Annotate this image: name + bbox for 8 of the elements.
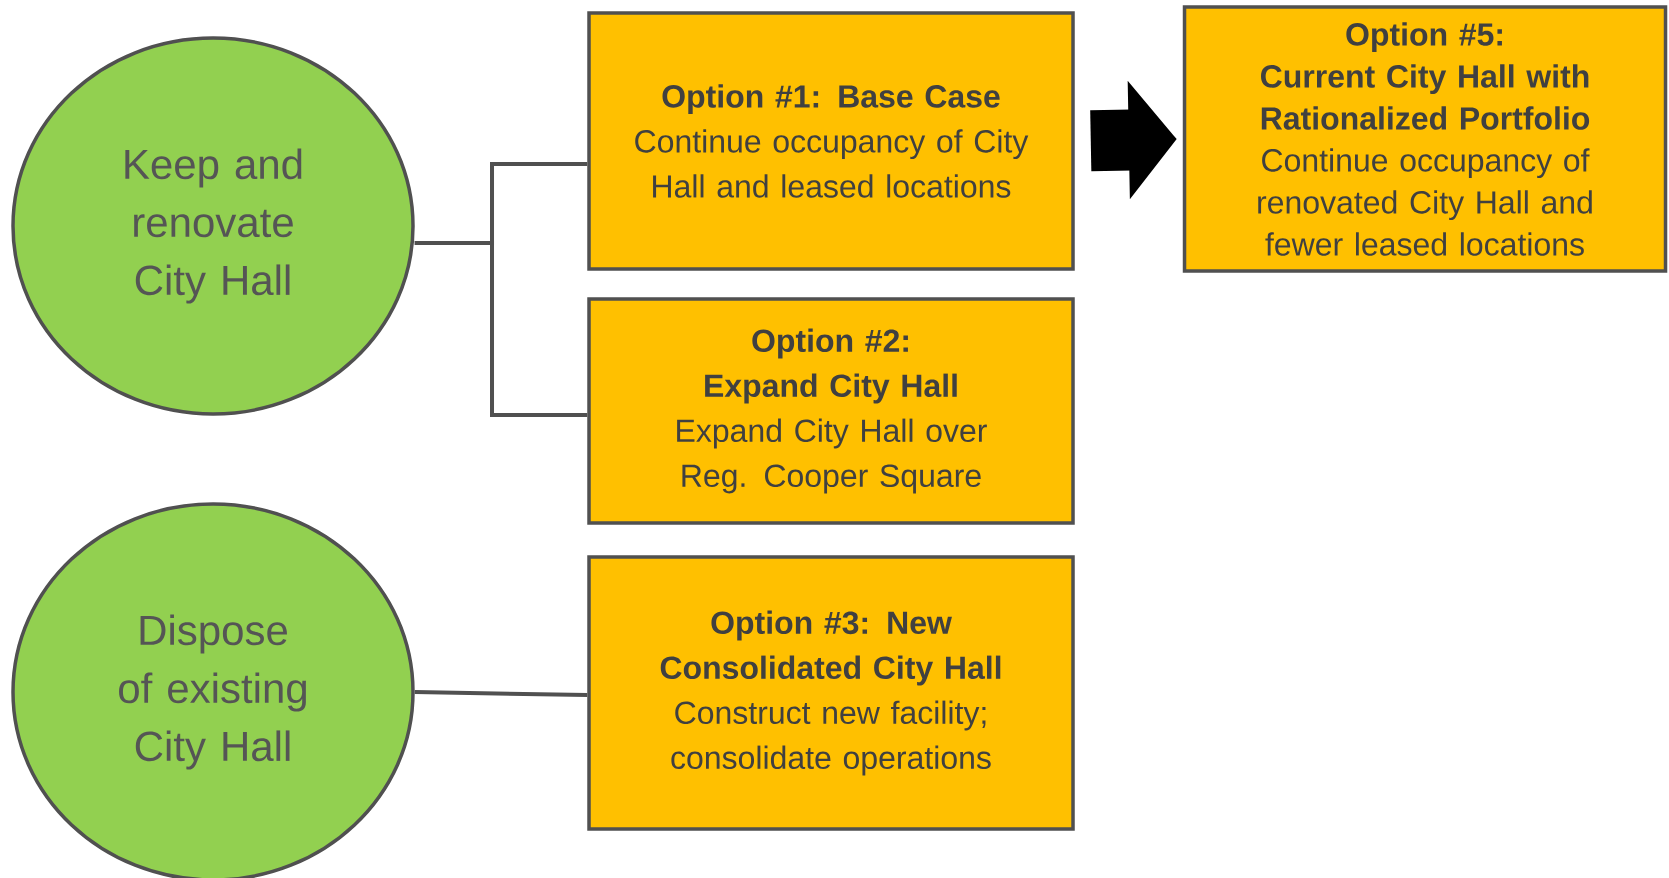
circle-node: Dispose of existing City Hall (11, 502, 415, 878)
option-box: Option #5: Current City Hall with Rationalized Portfolio Continue occupancy of renovated City Hall and fewer leased locations (1182, 5, 1668, 273)
option-box: Option #1: Base Case Continue occupancy of City Hall and leased locations (587, 11, 1075, 271)
option-box: Option #3: New Consolidated City Hall Construct new facility; consolidate operations (587, 555, 1075, 831)
circle-node: Keep and renovate City Hall (11, 36, 415, 416)
connector-line (414, 690, 588, 697)
connector-line (414, 241, 588, 417)
option-box: Option #2: Expand City Hall Expand City Hall over Reg. Cooper Square (587, 297, 1075, 525)
